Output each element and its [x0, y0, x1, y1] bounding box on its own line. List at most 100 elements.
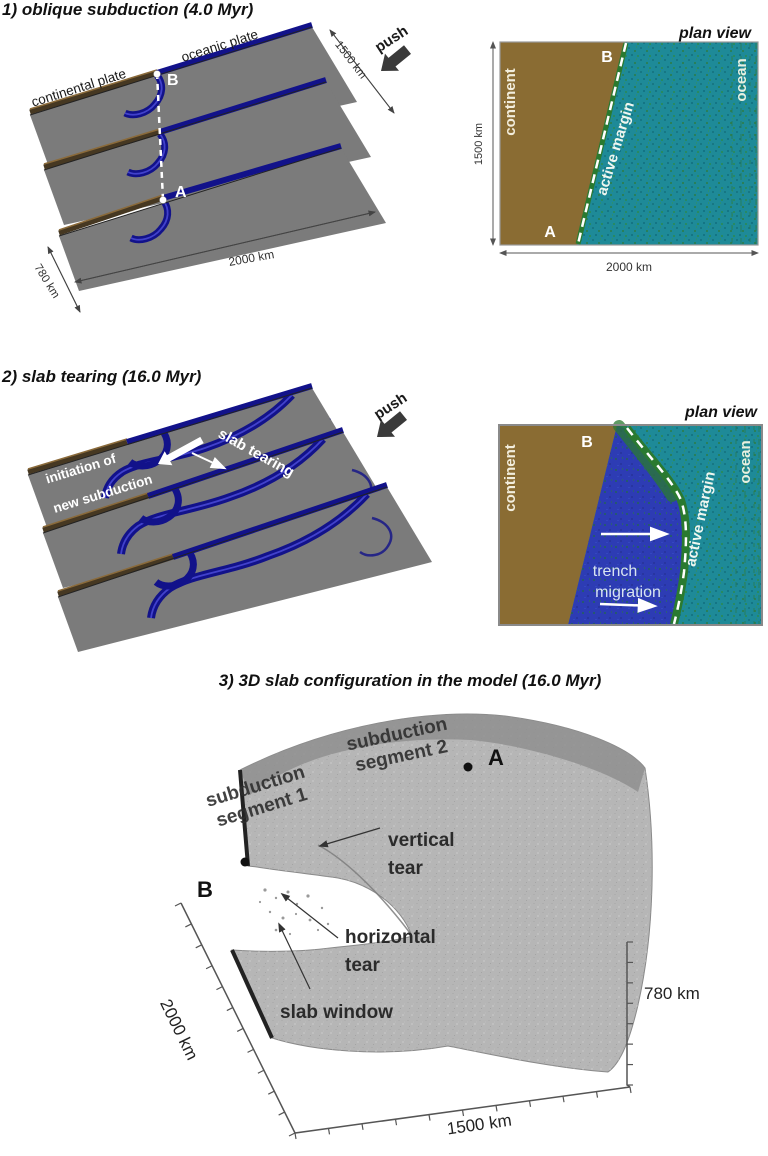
point-b-label: B: [197, 877, 213, 902]
axis-tick: [595, 1091, 599, 1098]
panel1-title: 1) oblique subduction (4.0 Myr): [2, 0, 254, 19]
slab-window-arrow: [278, 922, 311, 990]
plan-dim-2000km: 2000 km: [606, 260, 652, 274]
axis-tick: [294, 1132, 297, 1140]
plan-frame: [498, 424, 763, 626]
axis-tick: [226, 1007, 234, 1012]
oceanic-crust-band: [159, 77, 327, 135]
axis-1500km-label: 1500 km: [446, 1111, 513, 1139]
axis-tick: [257, 1069, 265, 1074]
point-b-label: B: [167, 72, 179, 89]
continental-crust-band: [29, 70, 158, 115]
continental-crust-band: [57, 554, 174, 597]
ocean-label: ocean: [733, 58, 750, 101]
axis-tick: [629, 1086, 632, 1094]
axis-tick: [562, 1096, 565, 1103]
axis-tick: [327, 1128, 331, 1135]
axis-tick: [428, 1114, 431, 1121]
axis-tick: [205, 965, 213, 970]
axis-right-ticks: [627, 941, 633, 1086]
oceanic-crust-band: [156, 22, 313, 76]
axis-tick: [195, 944, 202, 949]
continental-crust-band: [43, 129, 161, 170]
axis-tick: [461, 1109, 465, 1117]
slice-back: [29, 22, 357, 170]
point-a-label: A: [488, 745, 504, 770]
axis-tick: [278, 1111, 285, 1116]
continental-crust-highlight: [43, 128, 161, 165]
vertical-tear-arrow: [318, 827, 381, 848]
plan-dim-1500km: 1500 km: [473, 123, 485, 165]
axis-tick: [528, 1100, 532, 1107]
continent-label: continent: [502, 68, 519, 136]
slice-middle: [43, 77, 371, 225]
slab-hook-highlight: [130, 199, 169, 241]
slice-face: [44, 82, 371, 225]
slice-middle: [42, 427, 388, 588]
axis-bottom-ticks: [294, 1086, 632, 1140]
slab-texture: [232, 714, 653, 1072]
continental-crust-highlight: [42, 492, 149, 528]
new-subduction-arrow-icon: [158, 436, 204, 466]
continental-crust-highlight: [58, 194, 164, 231]
axis-tick: [216, 986, 223, 991]
trench-migration-arrow-2: [599, 597, 658, 613]
continental-crust-band: [27, 439, 128, 475]
point-a-label: A: [544, 224, 556, 241]
plan-view-title: plan view: [678, 25, 753, 42]
tear-pointer-arrow: [191, 452, 227, 470]
continent-area: [499, 425, 617, 625]
point-b-label: B: [581, 434, 593, 451]
axis-tick: [236, 1027, 244, 1032]
vertical-tear-line2: tear: [388, 858, 423, 879]
axis-left-ticks: [174, 902, 296, 1137]
oceanic-crust-band: [147, 427, 344, 499]
surface-line: [27, 387, 313, 476]
slice-face: [43, 432, 388, 588]
panel2-title: 2) slab tearing (16.0 Myr): [2, 367, 202, 386]
axis-tick: [185, 923, 192, 928]
slab-lower-left-edge: [230, 949, 274, 1039]
ocean-label: ocean: [737, 440, 754, 483]
trench-label-line1: trench: [593, 563, 637, 580]
axis-tick: [495, 1105, 498, 1112]
panel3-slab-diagram: A B subduction segment 2 subduction segm…: [156, 713, 700, 1140]
plan-frame: [499, 41, 759, 246]
continental-crust-band: [42, 493, 149, 533]
oceanic-crust-band: [126, 383, 313, 445]
slab-window-fragments: [258, 888, 330, 936]
axis-780km-label: 780 km: [644, 984, 700, 1003]
vertical-tear-fold-line: [317, 844, 411, 934]
vertical-tear-line1: vertical: [388, 830, 455, 851]
slice-front: [57, 482, 432, 652]
slab-curves: [147, 491, 393, 619]
oceanic-crust-band: [162, 143, 342, 201]
axis-tick: [247, 1048, 254, 1053]
oceanic-crust-band: [172, 482, 388, 560]
horizontal-tear-line1: horizontal: [345, 927, 436, 948]
slice-front: [58, 143, 386, 291]
continent-area: [500, 42, 625, 245]
panel1-3d-diagram: B A continental plate oceanic plate push…: [29, 22, 411, 313]
dim-780km-label: 780 km: [31, 262, 61, 300]
slab-hook-highlight: [124, 74, 163, 116]
panel2-3d-diagram: initiation of new subduction slab tearin…: [27, 383, 432, 652]
axis-tick: [288, 1132, 296, 1137]
ocean-streaks: [735, 426, 760, 624]
point-a-dot: [463, 762, 473, 772]
active-margin-dashed-line: [576, 42, 628, 245]
slab-hook-highlight: [127, 133, 166, 175]
slice-face: [30, 27, 357, 170]
horizontal-tear-line2: tear: [345, 955, 380, 976]
slab-window-label: slab window: [280, 1002, 393, 1023]
slice-face: [59, 148, 386, 291]
point-a-label: A: [175, 184, 187, 201]
slice-face: [28, 388, 357, 530]
point-b-label: B: [601, 49, 613, 66]
surface-line: [57, 486, 388, 598]
panel1-plan-view: continent ocean active margin B A 1500 k…: [473, 25, 759, 274]
continental-crust-band: [58, 195, 164, 236]
point-b-dot: [153, 70, 161, 78]
dimension-lines: [47, 29, 395, 313]
